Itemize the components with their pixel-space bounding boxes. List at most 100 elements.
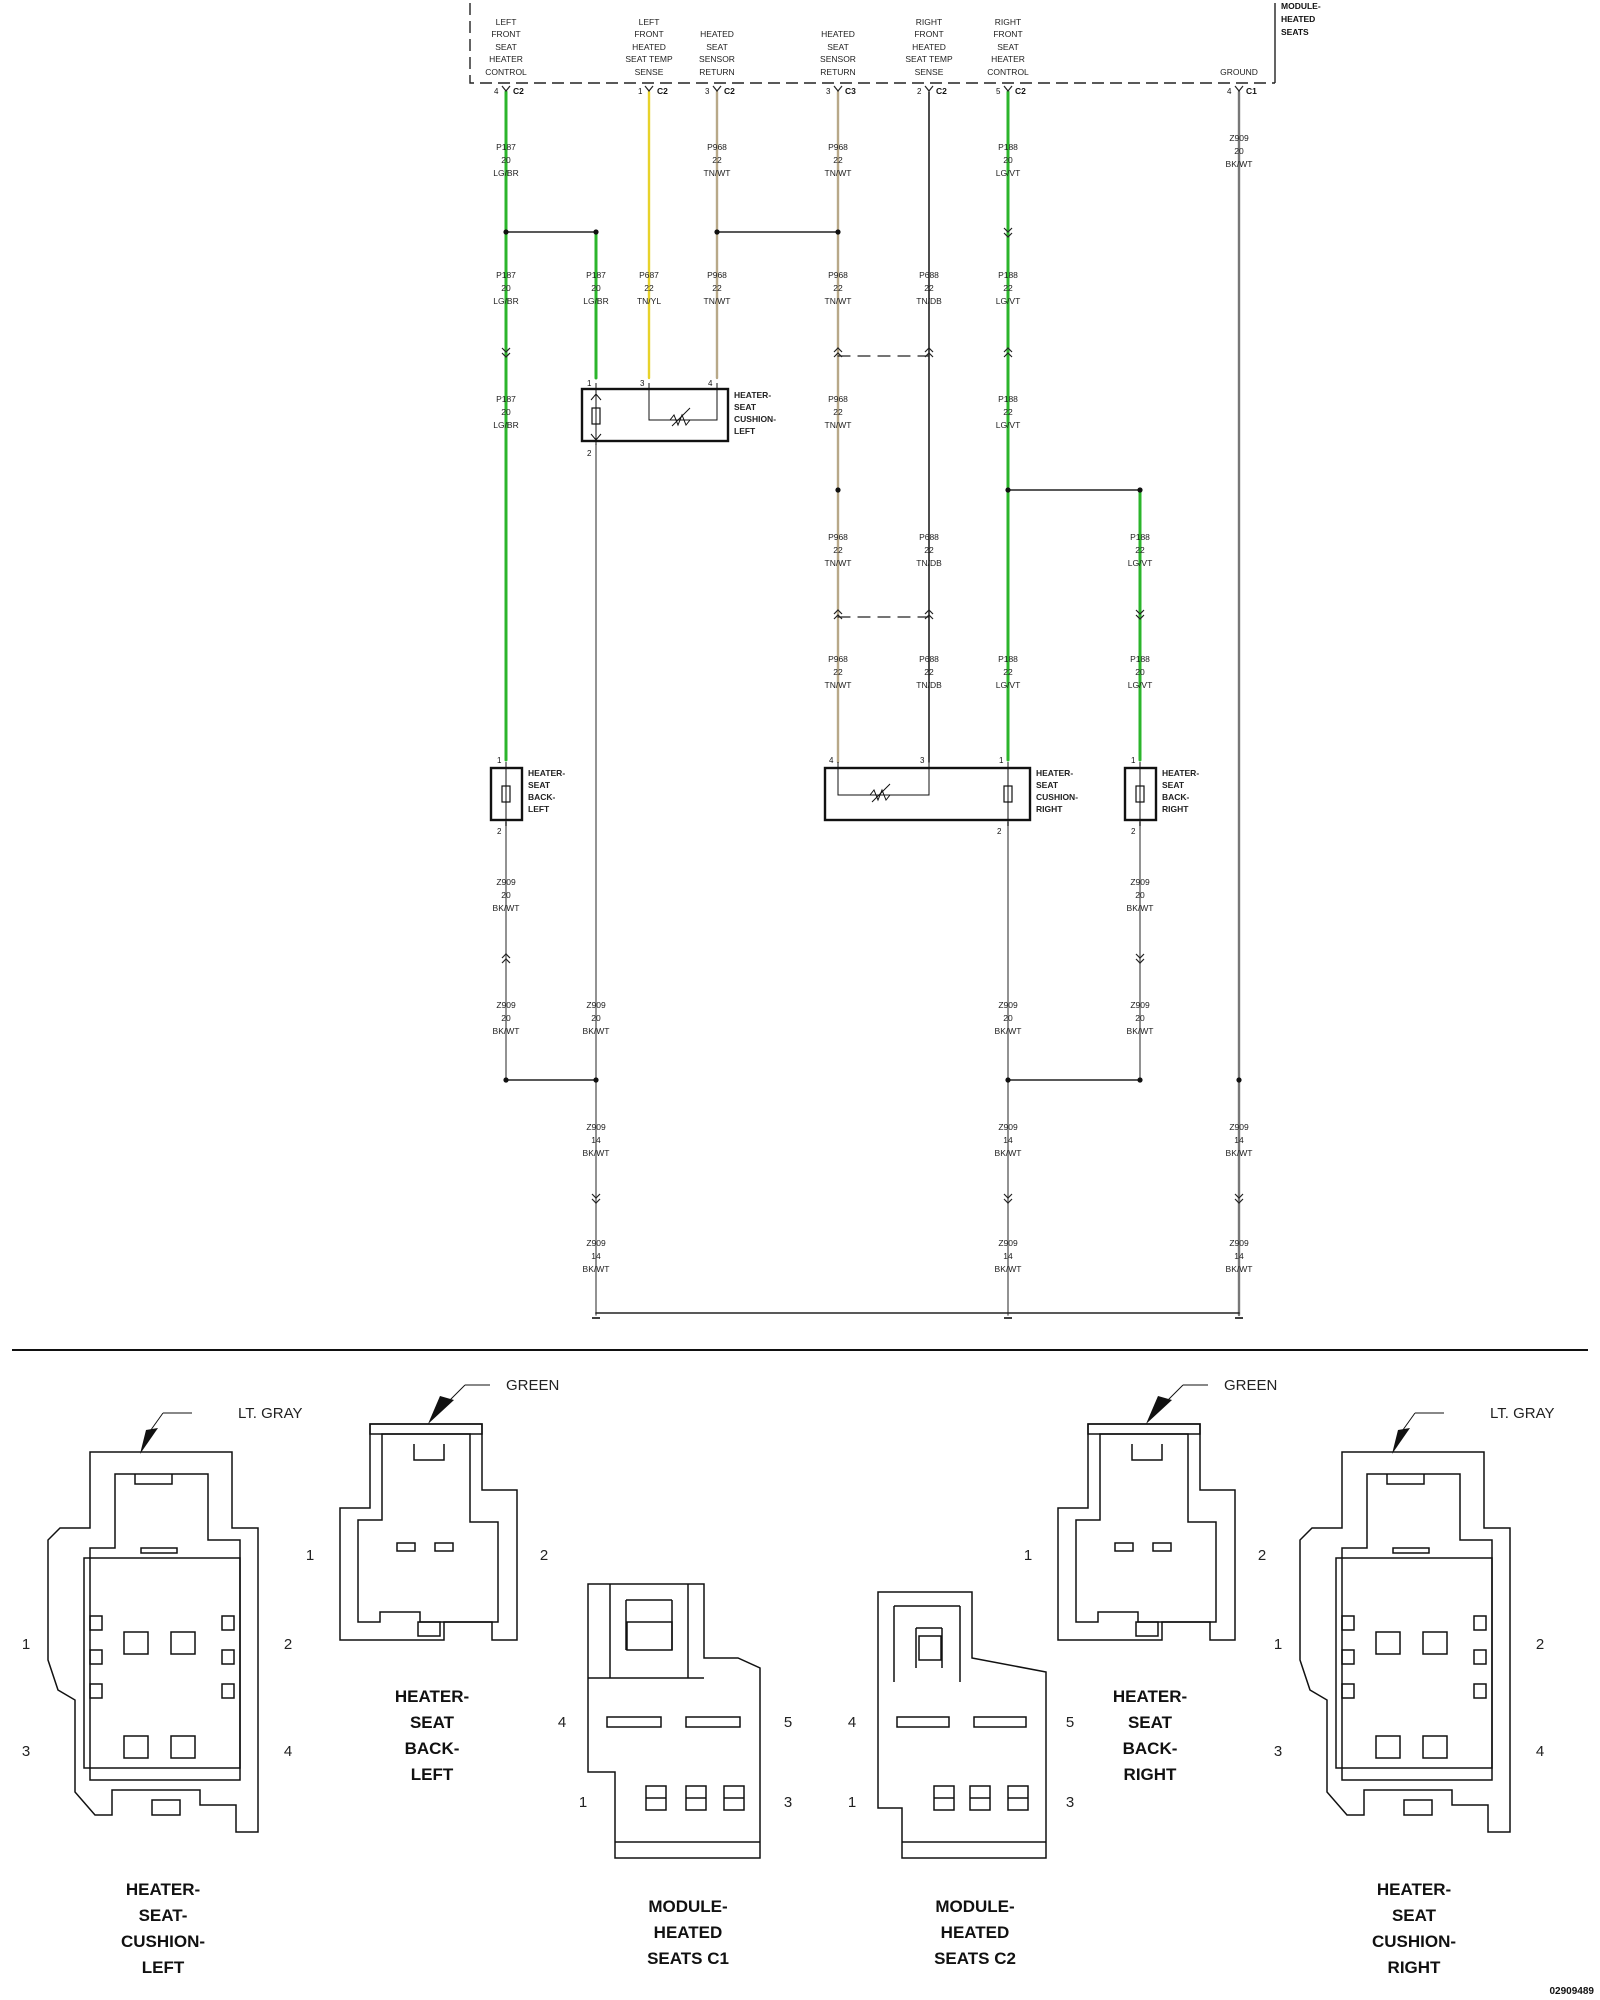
diagram-label: Z909 <box>998 1238 1018 1248</box>
diagram-label: MODULE- <box>648 1897 727 1916</box>
diagram-label: BK/WT <box>1226 1148 1253 1158</box>
diagram-label: 1 <box>579 1794 587 1811</box>
term-label: LEFT <box>496 17 517 27</box>
term-label: SEAT <box>997 42 1019 52</box>
diagram-label: HEATER- <box>1162 768 1199 778</box>
diagram-label: TN/DB <box>916 558 942 568</box>
diagram-label: HEATED <box>654 1923 723 1942</box>
diagram-label: BACK- <box>528 792 556 802</box>
module-title-2: HEATED <box>1281 14 1315 24</box>
connector-id: C3 <box>845 86 856 96</box>
term-label: SEAT <box>495 42 517 52</box>
connector-heater-seat-cushion-left <box>47 1412 259 1833</box>
diagram-label: BK/WT <box>583 1148 610 1158</box>
connector-cushion-right-text: LT. GRAY 1 2 3 4 HEATER- SEAT CUSHION- R… <box>1274 1405 1555 1977</box>
term-label: HEATER <box>489 54 523 64</box>
diagram-label: P968 <box>828 532 848 542</box>
diagram-label: LG/VT <box>1128 558 1153 568</box>
diagram-label: CUSHION- <box>121 1932 205 1951</box>
diagram-label: RIGHT <box>1036 804 1063 814</box>
diagram-label: 4 <box>829 756 834 765</box>
diagram-label: 1 <box>1131 756 1136 765</box>
inline-connectors <box>501 227 1244 1204</box>
diagram-label: P188 <box>998 142 1018 152</box>
diagram-label: 22 <box>833 155 843 165</box>
diagram-label: 22 <box>1135 545 1145 555</box>
pin-number: 3 <box>705 87 710 96</box>
diagram-label: Z909 <box>1229 133 1249 143</box>
diagram-label: P188 <box>998 394 1018 404</box>
diagram-label: 2 <box>997 827 1002 836</box>
diagram-label: SEATS C2 <box>934 1949 1016 1968</box>
diagram-label: P688 <box>919 654 939 664</box>
thermistor-arrow-icon <box>671 407 691 427</box>
figure-code: 02909489 <box>1550 1986 1595 1997</box>
diagram-label: 22 <box>924 283 934 293</box>
diagram-label: Z909 <box>1130 1000 1150 1010</box>
heater-seat-back-right: 12 HEATER- SEAT BACK- RIGHT <box>1123 756 1199 836</box>
diagram-label: 3 <box>920 756 925 765</box>
diagram-label: LG/BR <box>493 420 519 430</box>
term-label: HEATED <box>821 29 855 39</box>
diagram-label: HEATER- <box>1377 1880 1451 1899</box>
module-title-1: MODULE- <box>1281 1 1321 11</box>
diagram-label: TN/WT <box>825 420 852 430</box>
diagram-label: 5 <box>1066 1714 1074 1731</box>
connector-module-heated-seats-c1 <box>587 1583 761 1859</box>
diagram-label: SEAT <box>410 1713 455 1732</box>
diagram-label: P688 <box>919 532 939 542</box>
heater-element-icon <box>1135 785 1145 803</box>
pointer-arrow-icon <box>140 1428 158 1454</box>
diagram-label: 3 <box>1066 1794 1074 1811</box>
diagram-label: Z909 <box>586 1122 606 1132</box>
diagram-label: BK/WT <box>583 1026 610 1036</box>
diagram-label: 2 <box>540 1547 548 1564</box>
diagram-label: 22 <box>1003 667 1013 677</box>
term-label: LEFT <box>639 17 660 27</box>
term-label: SEAT <box>827 42 849 52</box>
diagram-label: 4 <box>1536 1743 1544 1760</box>
diagram-label: P688 <box>919 270 939 280</box>
diagram-label: 22 <box>924 667 934 677</box>
diagram-label: BK/WT <box>1226 159 1253 169</box>
wire-layer <box>504 90 1241 1317</box>
connector-id: C2 <box>657 86 668 96</box>
diagram-label: HEATED <box>941 1923 1010 1942</box>
connector-heater-seat-back-left <box>339 1384 518 1641</box>
diagram-label: 20 <box>501 155 511 165</box>
term-label: RIGHT <box>995 17 1021 27</box>
diagram-label: 22 <box>833 667 843 677</box>
diagram-label: 22 <box>644 283 654 293</box>
diagram-label: P188 <box>998 270 1018 280</box>
diagram-label: LEFT <box>734 426 756 436</box>
diagram-label: SEAT <box>1392 1906 1437 1925</box>
diagram-label: Z909 <box>1229 1122 1249 1132</box>
term-label: FRONT <box>634 29 663 39</box>
connector-back-right-text: GREEN 1 2 HEATER- SEAT BACK- RIGHT <box>1024 1377 1278 1784</box>
connector-module-c2-text: 4 5 1 3 MODULE- HEATED SEATS C2 <box>848 1714 1074 1968</box>
diagram-label: 14 <box>591 1135 601 1145</box>
pin-number: 4 <box>494 87 499 96</box>
diagram-label: BK/WT <box>493 1026 520 1036</box>
pin-ticks <box>501 85 1244 92</box>
diagram-label: 4 <box>558 1714 566 1731</box>
diagram-label: HEATER- <box>395 1687 469 1706</box>
heater-element-icon <box>501 785 511 803</box>
thermistor-arrow-icon <box>871 783 891 803</box>
pin-number: 4 <box>1227 87 1232 96</box>
diagram-label: HEATER- <box>734 390 771 400</box>
